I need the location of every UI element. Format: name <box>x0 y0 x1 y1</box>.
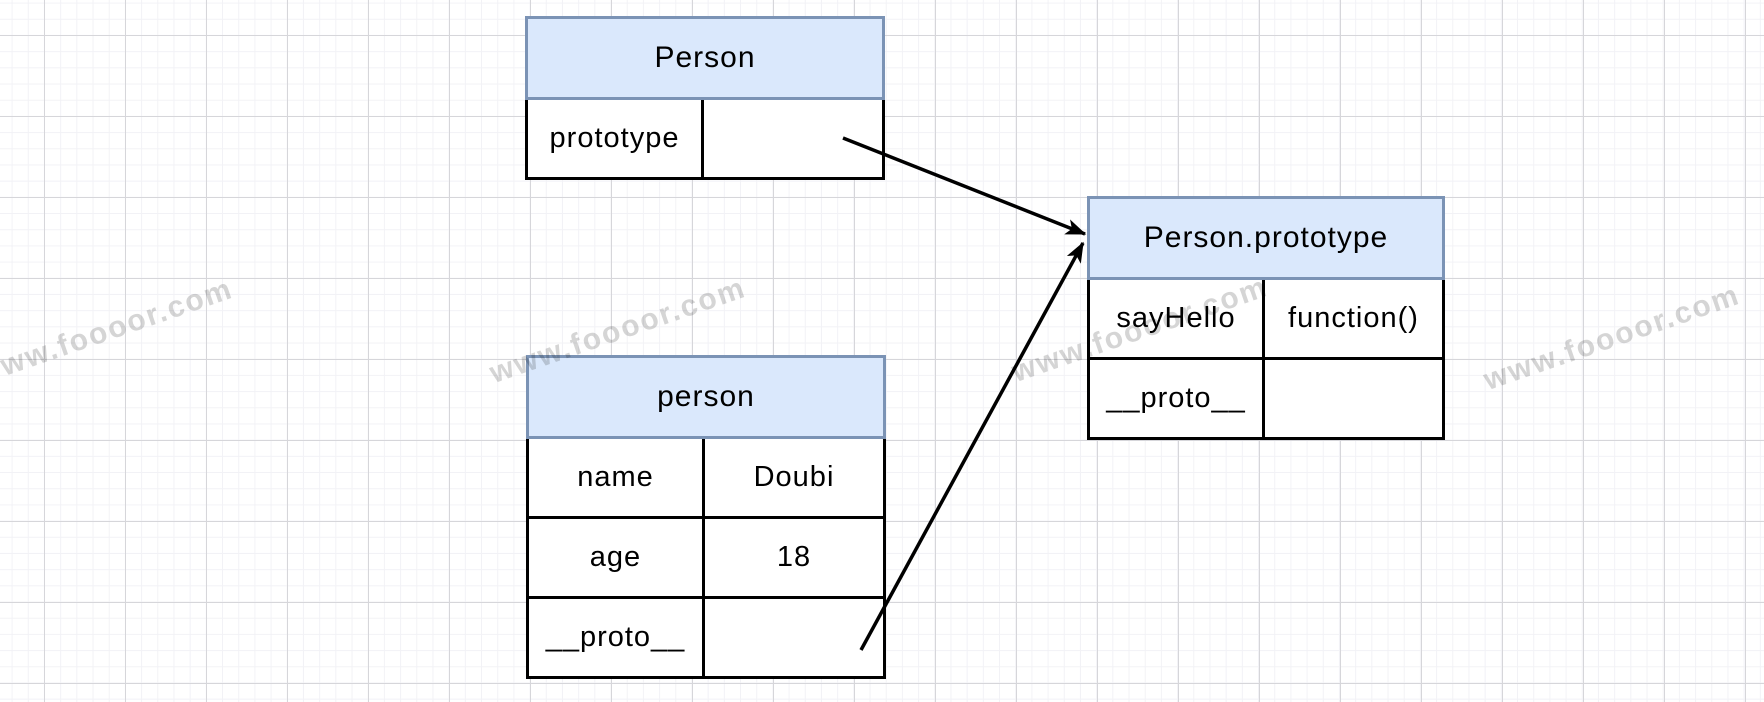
property-value-cell <box>704 100 885 180</box>
property-name-cell: __proto__ <box>526 599 705 679</box>
property-value-cell: Doubi <box>705 439 886 519</box>
property-name-cell: age <box>526 519 705 599</box>
property-value-cell <box>1265 360 1445 440</box>
property-name-cell: __proto__ <box>1087 360 1265 440</box>
table-row: sayHello function() <box>1087 280 1445 360</box>
table-row: name Doubi <box>526 439 886 519</box>
table-title: Person <box>525 16 885 100</box>
watermark: www.foooor.com <box>1479 278 1745 397</box>
property-value-cell: 18 <box>705 519 886 599</box>
table-person-prototype: Person.prototype sayHello function() __p… <box>1087 196 1445 440</box>
property-value-cell <box>705 599 886 679</box>
table-row: __proto__ <box>526 599 886 679</box>
property-name-cell: prototype <box>525 100 704 180</box>
table-row: age 18 <box>526 519 886 599</box>
table-row: __proto__ <box>1087 360 1445 440</box>
table-person-instance: person name Doubi age 18 __proto__ <box>526 355 886 679</box>
table-row: prototype <box>525 100 885 180</box>
property-name-cell: name <box>526 439 705 519</box>
property-value-cell: function() <box>1265 280 1445 360</box>
table-title: person <box>526 355 886 439</box>
table-title: Person.prototype <box>1087 196 1445 280</box>
table-person-constructor: Person prototype <box>525 16 885 180</box>
arrow-proto-to-person-prototype <box>859 243 1085 651</box>
watermark: www.foooor.com <box>0 272 238 391</box>
property-name-cell: sayHello <box>1087 280 1265 360</box>
